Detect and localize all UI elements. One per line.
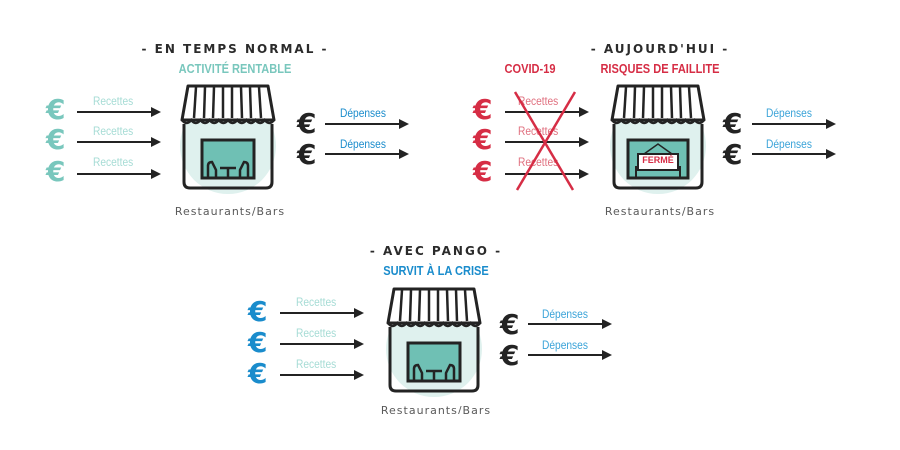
income-label: Recettes: [518, 155, 559, 169]
arrow-icon: [528, 350, 612, 360]
euro-icon: €: [723, 107, 743, 140]
arrow-icon: [77, 137, 161, 147]
income-label: Recettes: [296, 326, 337, 340]
euro-icon: €: [248, 326, 268, 359]
arrow-icon: [280, 339, 364, 349]
arrow-icon: [325, 149, 409, 159]
euro-icon: €: [473, 155, 493, 188]
restaurant-shop-icon: [180, 84, 276, 194]
euro-icon: €: [500, 339, 520, 372]
arrow-icon: [325, 119, 409, 129]
income-label: Recettes: [93, 94, 134, 108]
expense-label: Dépenses: [542, 338, 588, 352]
euro-icon: €: [473, 123, 493, 156]
expense-label: Dépenses: [766, 137, 812, 151]
shop-caption: Restaurants/Bars: [174, 205, 286, 218]
euro-icon: €: [46, 155, 66, 188]
shop-caption: Restaurants/Bars: [604, 205, 716, 218]
expense-label: Dépenses: [340, 137, 386, 151]
restaurant-shop-icon: [386, 287, 482, 397]
status-label: RISQUES DE FAILLITE: [600, 61, 720, 76]
cause-label: COVID-19: [504, 61, 556, 76]
arrow-icon: [77, 107, 161, 117]
euro-icon: €: [248, 357, 268, 390]
euro-icon: €: [473, 93, 493, 126]
euro-icon: €: [297, 138, 317, 171]
arrow-icon: [528, 319, 612, 329]
arrow-icon: [280, 370, 364, 380]
arrow-icon: [280, 308, 364, 318]
euro-icon: €: [500, 308, 520, 341]
expense-label: Dépenses: [766, 106, 812, 120]
panel-heading: - AVEC PANGO -: [369, 244, 503, 258]
arrow-icon: [505, 169, 589, 179]
closed-sign: FERMÉ: [642, 155, 674, 165]
euro-icon: €: [46, 123, 66, 156]
panel-heading: - EN TEMPS NORMAL -: [141, 42, 329, 56]
income-label: Recettes: [296, 357, 337, 371]
panel-heading: - AUJOURD'HUI -: [590, 42, 730, 56]
arrow-icon: [505, 137, 589, 147]
euro-icon: €: [297, 107, 317, 140]
income-label: Recettes: [518, 94, 559, 108]
income-label: Recettes: [93, 155, 134, 169]
expense-label: Dépenses: [542, 307, 588, 321]
shop-caption: Restaurants/Bars: [380, 404, 492, 414]
euro-icon: €: [46, 93, 66, 126]
euro-icon: €: [248, 295, 268, 328]
cross-out-icon: [513, 91, 577, 191]
status-label: ACTIVITÉ RENTABLE: [178, 61, 292, 76]
arrow-icon: [752, 149, 836, 159]
arrow-icon: [505, 107, 589, 117]
income-label: Recettes: [93, 124, 134, 138]
arrow-icon: [77, 169, 161, 179]
euro-icon: €: [723, 138, 743, 171]
arrow-icon: [752, 119, 836, 129]
status-label: SURVIT À LA CRISE: [383, 263, 489, 278]
restaurant-shop-closed-icon: [610, 84, 706, 194]
income-label: Recettes: [296, 295, 337, 309]
expense-label: Dépenses: [340, 106, 386, 120]
